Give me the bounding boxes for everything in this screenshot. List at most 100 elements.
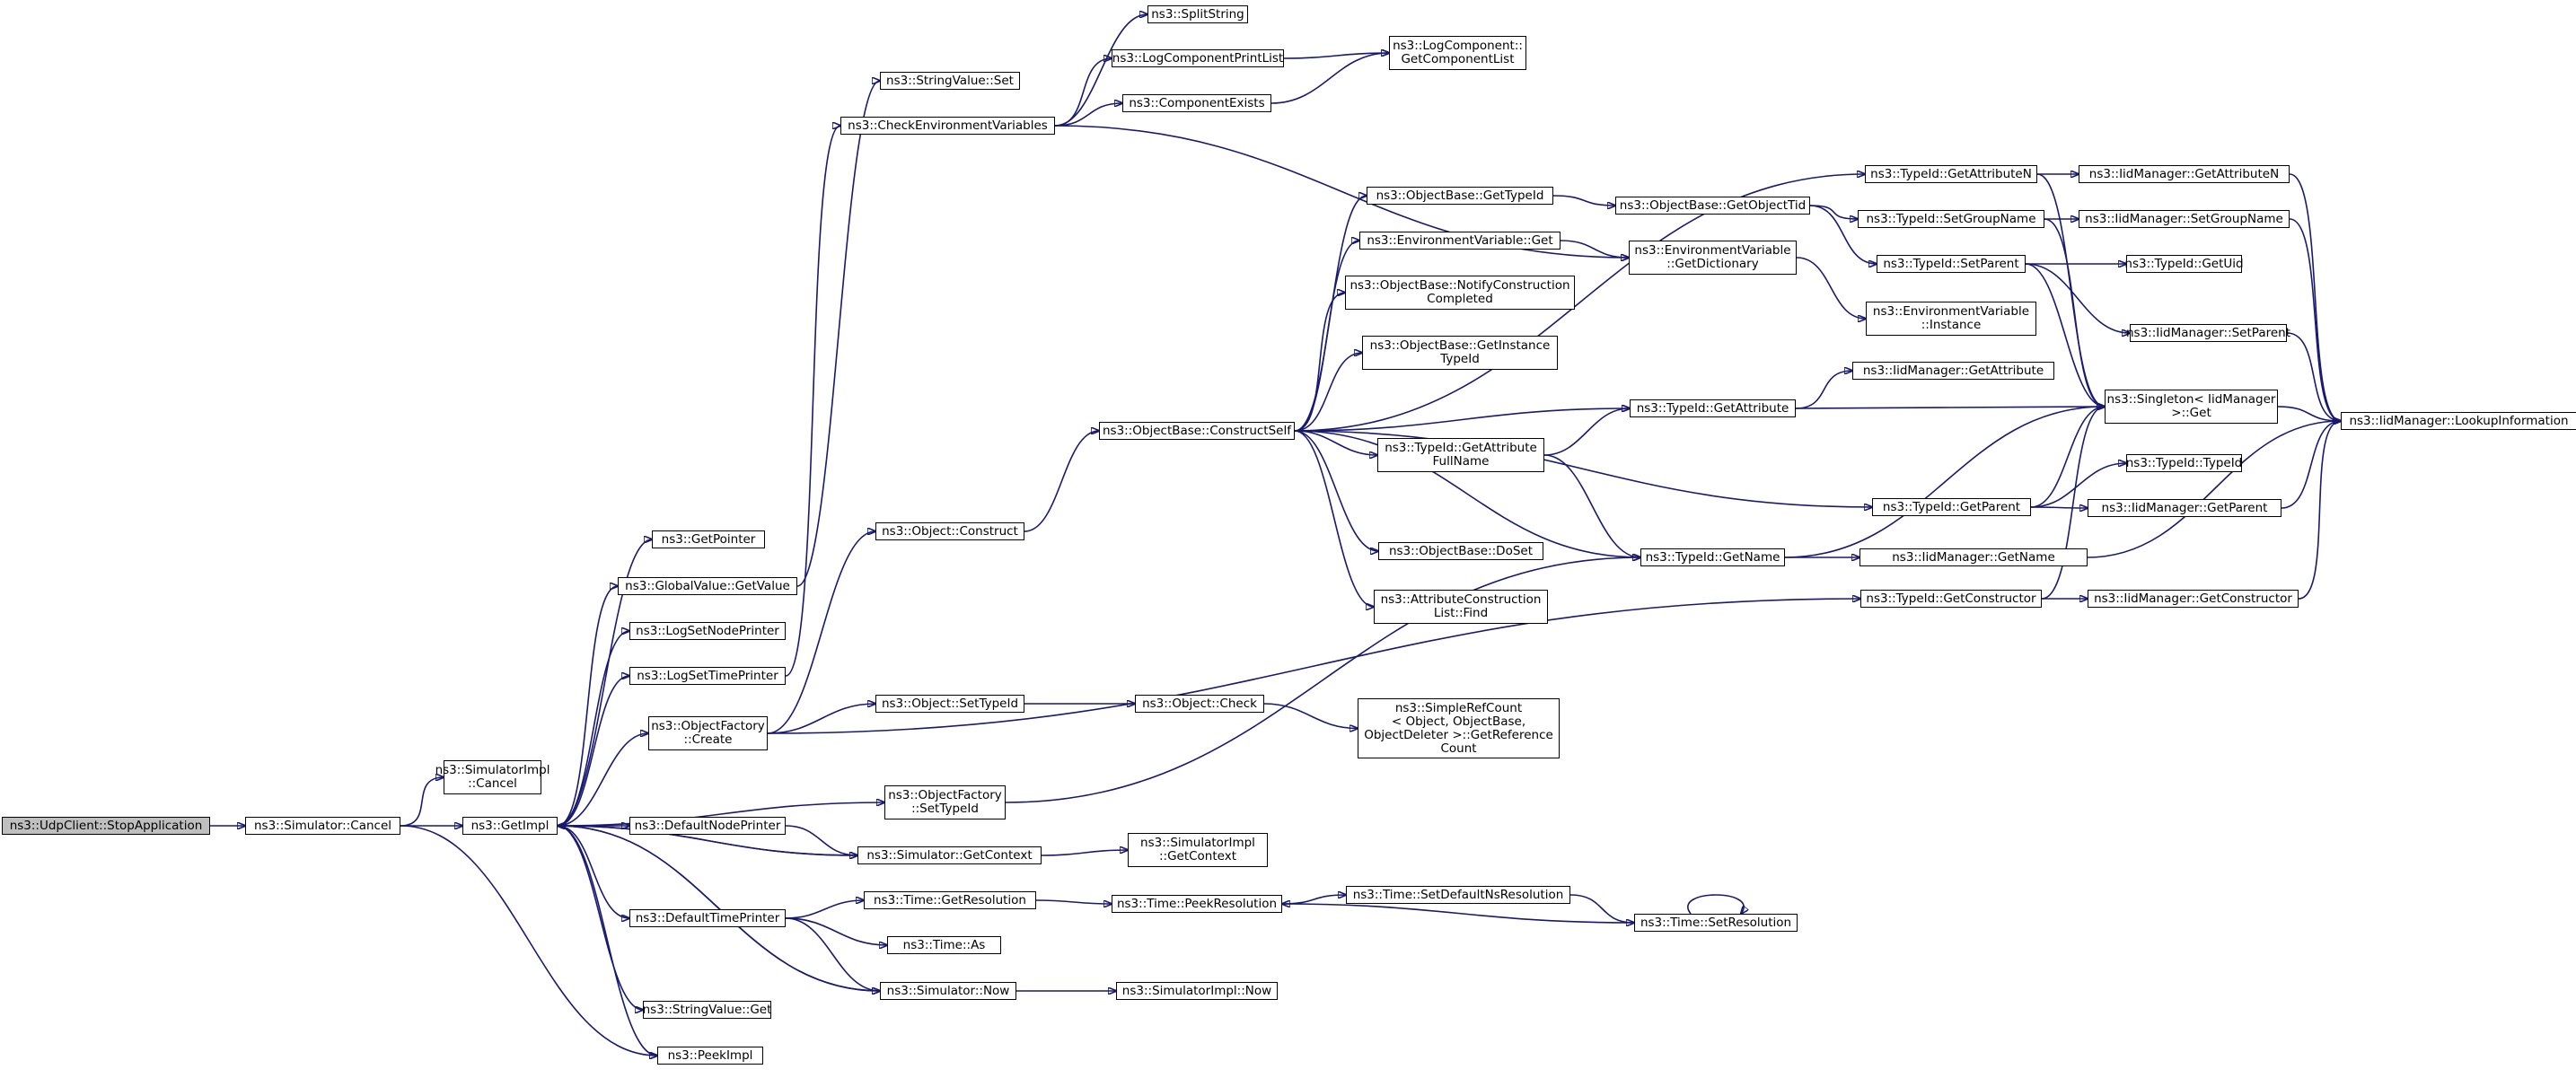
node-compexists[interactable]: ns3::ComponentExists bbox=[1122, 94, 1271, 112]
node-timegetres[interactable]: ns3::Time::GetResolution bbox=[864, 891, 1036, 909]
edge-deftimeprinter-to-simnow bbox=[785, 917, 880, 991]
node-ofcreate[interactable]: ns3::ObjectFactory::Create bbox=[648, 716, 768, 750]
node-obgettypeid[interactable]: ns3::ObjectBase::GetTypeId bbox=[1367, 187, 1553, 205]
node-simnow[interactable]: ns3::Simulator::Now bbox=[880, 982, 1016, 1000]
node-envgetdict[interactable]: ns3::EnvironmentVariable::GetDictionary bbox=[1629, 241, 1797, 275]
node-objsettypeid[interactable]: ns3::Object::SetTypeId bbox=[875, 695, 1024, 713]
node-tidgetattrn[interactable]: ns3::TypeId::GetAttributeN bbox=[1865, 165, 2037, 183]
edge-simcancel-to-peekimpl bbox=[400, 825, 657, 1056]
edge-simcancel-to-simimplcancel bbox=[400, 777, 444, 827]
node-label-line: ns3::SimulatorImpl bbox=[1140, 836, 1255, 850]
node-svset[interactable]: ns3::StringValue::Set bbox=[880, 72, 1020, 90]
node-label-line: ns3::DefaultNodePrinter bbox=[634, 818, 781, 833]
node-label-line: ns3::Time::As bbox=[902, 937, 986, 952]
node-svget[interactable]: ns3::StringValue::Get bbox=[643, 1001, 771, 1019]
node-deftimeprinter[interactable]: ns3::DefaultTimePrinter bbox=[629, 909, 786, 927]
node-peekimpl[interactable]: ns3::PeekImpl bbox=[657, 1047, 763, 1065]
edge-obgetobjtid-to-tidsetparent bbox=[1809, 205, 1877, 264]
node-envinstance[interactable]: ns3::EnvironmentVariable::Instance bbox=[1866, 302, 2036, 336]
node-tidgetname[interactable]: ns3::TypeId::GetName bbox=[1640, 548, 1785, 566]
node-label-line: ns3::DefaultTimePrinter bbox=[635, 910, 780, 925]
node-iidgetparent[interactable]: ns3::IidManager::GetParent bbox=[2088, 499, 2281, 517]
node-label-line: ns3::StringValue::Get bbox=[642, 1002, 772, 1017]
edge-ofcreate-to-objconstruct bbox=[767, 531, 875, 734]
node-getpointer[interactable]: ns3::GetPointer bbox=[652, 530, 765, 548]
node-tidtypeid[interactable]: ns3::TypeId::TypeId bbox=[2126, 454, 2242, 472]
node-simimplnow[interactable]: ns3::SimulatorImpl::Now bbox=[1116, 982, 1278, 1000]
node-iidgetname[interactable]: ns3::IidManager::GetName bbox=[1859, 548, 2088, 566]
node-checkenv[interactable]: ns3::CheckEnvironmentVariables bbox=[840, 117, 1055, 135]
node-label-line: ns3::TypeId::SetGroupName bbox=[1866, 211, 2036, 226]
edge-simgetcontext-to-getimpl bbox=[558, 826, 858, 856]
edge-tidgetctor-to-singleton bbox=[2041, 407, 2105, 600]
edge-checkenv-to-logcompprint bbox=[1054, 58, 1112, 127]
edge-obconstructself-to-obgetinstance bbox=[1294, 353, 1362, 432]
node-label-line: TypeId bbox=[1440, 352, 1480, 366]
edge-obconstructself-to-attrconstfind bbox=[1294, 430, 1374, 607]
node-getimpl[interactable]: ns3::GetImpl bbox=[462, 817, 558, 835]
node-tidsetparent[interactable]: ns3::TypeId::SetParent bbox=[1877, 255, 2026, 273]
node-logsetnode[interactable]: ns3::LogSetNodePrinter bbox=[629, 622, 786, 640]
node-label-line: ns3::TypeId::GetParent bbox=[1882, 499, 2021, 514]
node-ofsettypeid[interactable]: ns3::ObjectFactory::SetTypeId bbox=[884, 785, 1006, 819]
edge-iidgetctor-to-iidlookup bbox=[2298, 421, 2341, 600]
node-gvgetvalue[interactable]: ns3::GlobalValue::GetValue bbox=[618, 577, 797, 595]
edge-obconstructself-to-tidgetattr bbox=[1294, 408, 1630, 432]
node-iidgetctor[interactable]: ns3::IidManager::GetConstructor bbox=[2088, 590, 2299, 608]
node-splitstring[interactable]: ns3::SplitString bbox=[1147, 5, 1248, 23]
edge-obconstructself-to-tidgetname bbox=[1294, 430, 1640, 557]
node-tidgetattr[interactable]: ns3::TypeId::GetAttribute bbox=[1630, 399, 1796, 417]
edge-defnodeprinter-to-simgetcontext bbox=[785, 825, 857, 855]
edge-getimpl-to-logsettime bbox=[557, 676, 629, 827]
node-tidgetparent[interactable]: ns3::TypeId::GetParent bbox=[1872, 498, 2031, 516]
node-iidlookup[interactable]: ns3::IidManager::LookupInformation bbox=[2341, 412, 2576, 430]
node-obconstructself[interactable]: ns3::ObjectBase::ConstructSelf bbox=[1099, 422, 1295, 440]
node-label-line: ns3::SplitString bbox=[1151, 6, 1244, 22]
node-label-line: Completed bbox=[1427, 292, 1493, 306]
edge-obconstructself-to-obdoset bbox=[1294, 430, 1378, 551]
node-envget[interactable]: ns3::EnvironmentVariable::Get bbox=[1359, 232, 1561, 250]
node-simgetcontext[interactable]: ns3::Simulator::GetContext bbox=[857, 846, 1042, 864]
node-iidgetattr[interactable]: ns3::IidManager::GetAttribute bbox=[1852, 362, 2054, 380]
node-simimplcancel[interactable]: ns3::SimulatorImpl::Cancel bbox=[435, 760, 549, 794]
node-stopapp[interactable]: ns3::UdpClient::StopApplication bbox=[2, 817, 210, 835]
edge-tidgetattr-to-singleton bbox=[1795, 407, 2105, 408]
node-iidsetgroup[interactable]: ns3::IidManager::SetGroupName bbox=[2079, 210, 2290, 228]
node-timepeekres[interactable]: ns3::Time::PeekResolution bbox=[1112, 895, 1282, 913]
node-logsettime[interactable]: ns3::LogSetTimePrinter bbox=[629, 667, 786, 685]
node-tidsetgroup[interactable]: ns3::TypeId::SetGroupName bbox=[1858, 210, 2044, 228]
edge-iidgetattrn-to-iidlookup bbox=[2289, 173, 2341, 421]
edge-singleton-to-iidlookup bbox=[2277, 406, 2341, 421]
node-label-line: ns3::TypeId::TypeId bbox=[2125, 455, 2243, 470]
node-label-line: ns3::StringValue::Set bbox=[886, 73, 1014, 88]
node-objcheck[interactable]: ns3::Object::Check bbox=[1135, 695, 1264, 713]
node-iidgetattrn[interactable]: ns3::IidManager::GetAttributeN bbox=[2079, 165, 2290, 183]
node-singleton[interactable]: ns3::Singleton< IidManager>::Get bbox=[2105, 390, 2278, 424]
node-label-line: ns3::Object::SetTypeId bbox=[881, 696, 1019, 711]
node-logcompprint[interactable]: ns3::LogComponentPrintList bbox=[1112, 49, 1284, 67]
node-defnodeprinter[interactable]: ns3::DefaultNodePrinter bbox=[629, 817, 786, 835]
node-obdoset[interactable]: ns3::ObjectBase::DoSet bbox=[1378, 542, 1543, 560]
edge-tidgetparent-to-tidtypeid bbox=[2030, 463, 2126, 508]
edge-getimpl-to-deftimeprinter bbox=[557, 825, 629, 918]
node-timesetres[interactable]: ns3::Time::SetResolution bbox=[1634, 914, 1798, 932]
node-tidgetctor[interactable]: ns3::TypeId::GetConstructor bbox=[1860, 590, 2042, 608]
node-timeas[interactable]: ns3::Time::As bbox=[887, 936, 1001, 954]
node-label-line: ns3::Time::GetResolution bbox=[873, 892, 1026, 907]
node-objconstruct[interactable]: ns3::Object::Construct bbox=[875, 522, 1024, 540]
node-logcompget[interactable]: ns3::LogComponent::GetComponentList bbox=[1389, 36, 1526, 70]
node-tidgetuid[interactable]: ns3::TypeId::GetUid bbox=[2124, 255, 2244, 273]
node-simimplgetcontext[interactable]: ns3::SimulatorImpl::GetContext bbox=[1128, 833, 1268, 867]
node-simplerefcount[interactable]: ns3::SimpleRefCount< Object, ObjectBase,… bbox=[1358, 698, 1560, 758]
edge-objcheck-to-simplerefcount bbox=[1263, 703, 1358, 729]
node-simcancel[interactable]: ns3::Simulator::Cancel bbox=[245, 817, 400, 835]
node-iidsetparent[interactable]: ns3::IidManager::SetParent bbox=[2126, 324, 2290, 342]
node-label-line: ns3::ObjectBase::GetObjectTid bbox=[1619, 197, 1807, 213]
node-obgetobjtid[interactable]: ns3::ObjectBase::GetObjectTid bbox=[1615, 197, 1810, 215]
node-timesetdefns[interactable]: ns3::Time::SetDefaultNsResolution bbox=[1346, 886, 1570, 904]
